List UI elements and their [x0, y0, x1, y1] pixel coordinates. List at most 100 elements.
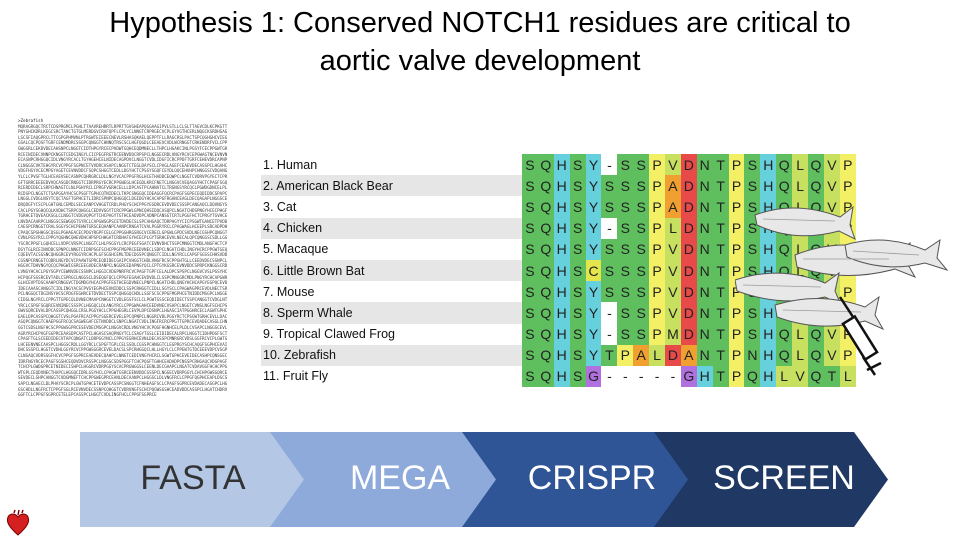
residue-cell: L: [839, 365, 856, 388]
residue-cell: N: [696, 154, 713, 176]
residue-cell: S: [569, 281, 586, 303]
residue-cell: P: [649, 217, 666, 239]
residue-cell: S: [569, 175, 586, 197]
residue-cell: D: [680, 238, 697, 260]
residue-cell: L: [792, 344, 809, 366]
workflow-chevrons: [80, 432, 888, 527]
residue-cell: S: [601, 259, 618, 282]
residue-cell: T: [712, 217, 729, 239]
residue-cell: S: [633, 238, 650, 260]
residue-cell: -: [665, 365, 681, 388]
residue-cell: S: [744, 196, 761, 218]
residue-cell: V: [823, 175, 840, 197]
residue-cell: P: [728, 259, 745, 282]
residue-cell: P: [728, 217, 745, 239]
residue-cell: H: [553, 259, 570, 282]
residue-cell: V: [665, 302, 681, 324]
residue-cell: T: [712, 259, 729, 282]
species-name: 9. Tropical Clawed Frog: [261, 323, 522, 345]
residue-cell: Q: [808, 323, 824, 345]
residue-cell: T: [712, 281, 729, 303]
residue-cell: S: [522, 175, 538, 197]
residue-cell: -: [601, 154, 618, 176]
residue-cell: A: [680, 344, 697, 366]
residue-cell: Y: [585, 344, 602, 366]
residue-cell: V: [665, 281, 681, 303]
residue-cell: Y: [585, 154, 602, 176]
residue-cell: H: [553, 281, 570, 303]
residue-cell: T: [712, 302, 729, 324]
residue-cell: S: [744, 323, 761, 345]
residue-cell: S: [522, 365, 538, 388]
residue-cell: D: [665, 344, 681, 366]
fasta-header: >Zebrafish: [18, 118, 44, 123]
residue-cell: -: [617, 365, 634, 388]
residue-cell: H: [760, 323, 777, 345]
residue-cell: P: [649, 154, 666, 176]
residue-cell: S: [569, 302, 586, 324]
residue-cell: Q: [776, 154, 793, 176]
residue-cell: N: [696, 238, 713, 260]
residue-cell: S: [522, 154, 538, 176]
residue-cell: S: [633, 323, 650, 345]
residue-cell: S: [522, 238, 538, 260]
workflow-step-chevron: [270, 432, 504, 527]
residue-cell: H: [553, 175, 570, 197]
residue-cell: S: [569, 154, 586, 176]
residue-cell: T: [712, 323, 729, 345]
residue-cell: P: [839, 154, 856, 176]
residue-cell: -: [601, 302, 618, 324]
residue-cell: H: [553, 154, 570, 176]
residue-cell: V: [665, 154, 681, 176]
residue-cell: S: [633, 196, 650, 218]
residue-cell: Y: [585, 196, 602, 218]
residue-cell: Q: [537, 281, 554, 303]
syringe-icon: [838, 296, 882, 376]
residue-cell: P: [728, 196, 745, 218]
residue-cell: T: [712, 154, 729, 176]
residue-cell: P: [728, 323, 745, 345]
residue-cell: L: [792, 175, 809, 197]
species-name: 7. Mouse: [261, 281, 522, 303]
residue-cell: S: [617, 238, 634, 260]
residue-cell: Y: [585, 238, 602, 260]
workflow-step-label: MEGA: [349, 459, 451, 497]
heart-icon: [6, 509, 30, 536]
residue-cell: D: [680, 302, 697, 324]
residue-cell: S: [522, 344, 538, 366]
residue-cell: Y: [585, 281, 602, 303]
residue-cell: P: [649, 281, 666, 303]
workflow-step-label: SCREEN: [713, 459, 855, 497]
residue-cell: S: [633, 302, 650, 324]
residue-cell: L: [649, 344, 666, 366]
residue-cell: T: [823, 365, 840, 388]
residue-cell: G: [585, 365, 602, 388]
species-name: 4. Chicken: [261, 217, 522, 239]
residue-cell: Y: [585, 217, 602, 239]
residue-cell: N: [696, 302, 713, 324]
residue-cell: C: [585, 259, 602, 282]
residue-cell: S: [744, 302, 761, 324]
residue-cell: P: [649, 323, 666, 345]
residue-cell: P: [649, 302, 666, 324]
residue-cell: N: [696, 196, 713, 218]
residue-cell: P: [728, 175, 745, 197]
residue-cell: M: [665, 323, 681, 345]
residue-cell: D: [680, 175, 697, 197]
workflow-step-chevron: [80, 432, 314, 527]
residue-cell: H: [553, 238, 570, 260]
residue-cell: L: [776, 365, 793, 388]
residue-cell: S: [569, 238, 586, 260]
residue-cell: D: [680, 196, 697, 218]
residue-cell: P: [728, 154, 745, 176]
residue-cell: V: [665, 259, 681, 282]
residue-cell: S: [617, 175, 634, 197]
residue-cell: N: [696, 175, 713, 197]
residue-cell: P: [617, 344, 634, 366]
residue-cell: V: [665, 238, 681, 260]
residue-cell: Q: [537, 259, 554, 282]
residue-cell: P: [839, 281, 856, 303]
